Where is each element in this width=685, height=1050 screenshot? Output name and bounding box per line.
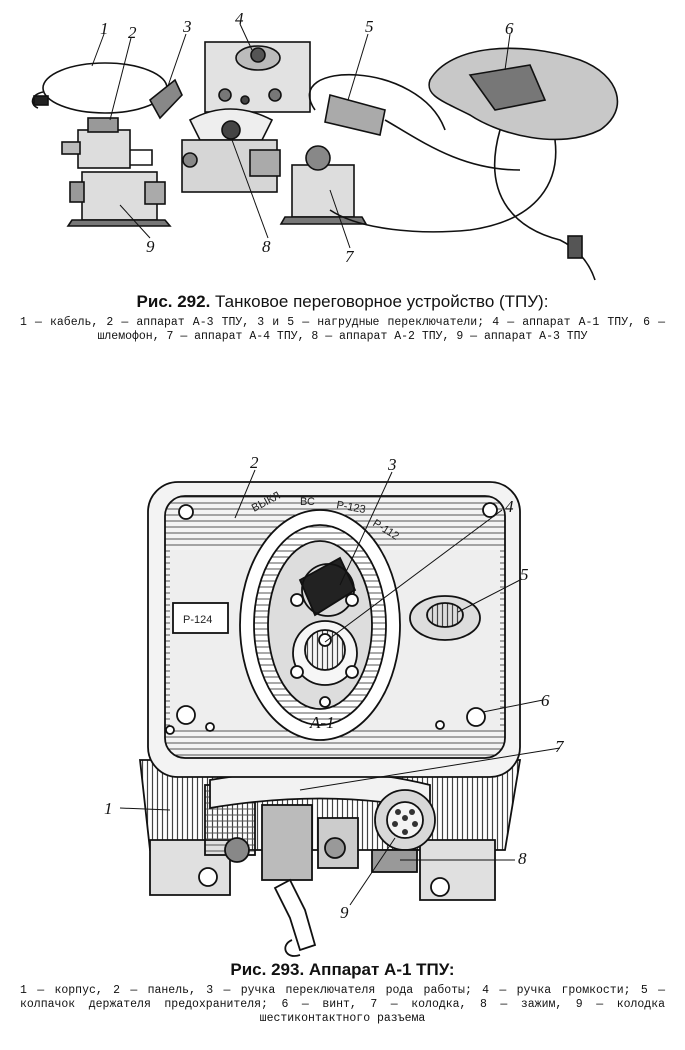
label-plate: Р-124 (183, 614, 212, 626)
callout-292-5: 5 (365, 17, 374, 36)
clamp (371, 849, 418, 873)
mode-switch-knob[interactable] (298, 556, 357, 617)
chest-switch-5 (324, 93, 386, 136)
callout-293-5: 5 (520, 565, 529, 584)
figure-293-title: Аппарат А-1 ТПУ: (308, 960, 455, 979)
connector-middle (261, 804, 313, 881)
cable-loop (42, 62, 168, 114)
callout-292-1: 1 (100, 19, 109, 38)
callout-292-6: 6 (505, 19, 514, 38)
callout-293-3: 3 (387, 455, 397, 474)
callout-292-2: 2 (128, 23, 137, 42)
apparatus-a4 (291, 164, 355, 218)
callout-292-9: 9 (146, 237, 155, 256)
callout-292-7: 7 (345, 247, 355, 266)
callout-293-1: 1 (104, 799, 113, 818)
callout-293-2: 2 (250, 453, 259, 472)
fuse-cap[interactable] (426, 602, 464, 628)
figure-292-legend: 1 — кабель, 2 — аппарат А-3 ТПУ, 3 и 5 —… (20, 316, 665, 343)
figure-293-drawing: ВЫКЛ ВС Р-123 Р-112 Р-124 А-1 2 3 4 5 6 … (104, 453, 565, 957)
label-model: А-1 (309, 713, 335, 732)
name-plate (172, 602, 229, 634)
figure-292-illustration: 1 2 3 4 5 6 7 8 9 (0, 0, 685, 300)
label-vs: ВС (300, 496, 315, 508)
figure-292-number: Рис. 292. (136, 292, 211, 311)
label-r123: Р-123 (335, 499, 366, 516)
callout-292-8: 8 (262, 237, 271, 256)
figure-293-illustration: ВЫКЛ ВС Р-123 Р-112 Р-124 А-1 2 3 4 5 6 … (0, 440, 685, 960)
figure-293-caption: Рис. 293. Аппарат А-1 ТПУ: 1 — корпус, 2… (20, 960, 665, 1026)
callout-292-4: 4 (235, 9, 244, 28)
callout-293-7: 7 (555, 737, 565, 756)
figure-292-caption: Рис. 292. Танковое переговорное устройст… (20, 292, 665, 344)
volume-knob[interactable] (304, 629, 346, 671)
figure-293-legend: 1 — корпус, 2 — панель, 3 — ручка перекл… (20, 984, 665, 1025)
callout-293-8: 8 (518, 849, 527, 868)
callout-292-3: 3 (182, 17, 192, 36)
callout-293-4: 4 (505, 497, 514, 516)
wrench (273, 878, 317, 952)
screw-right[interactable] (466, 707, 486, 727)
figure-293-number: Рис. 293. (230, 960, 305, 979)
callout-293-6: 6 (541, 691, 550, 710)
screw-left (176, 705, 196, 725)
chest-switch-3 (148, 78, 183, 120)
figure-292-drawing: 1 2 3 4 5 6 7 8 9 (31, 9, 619, 281)
callout-293-9: 9 (340, 903, 349, 922)
apparatus-a3-top (77, 129, 131, 169)
figure-292-title: Танковое переговорное устройство (ТПУ): (215, 292, 549, 311)
